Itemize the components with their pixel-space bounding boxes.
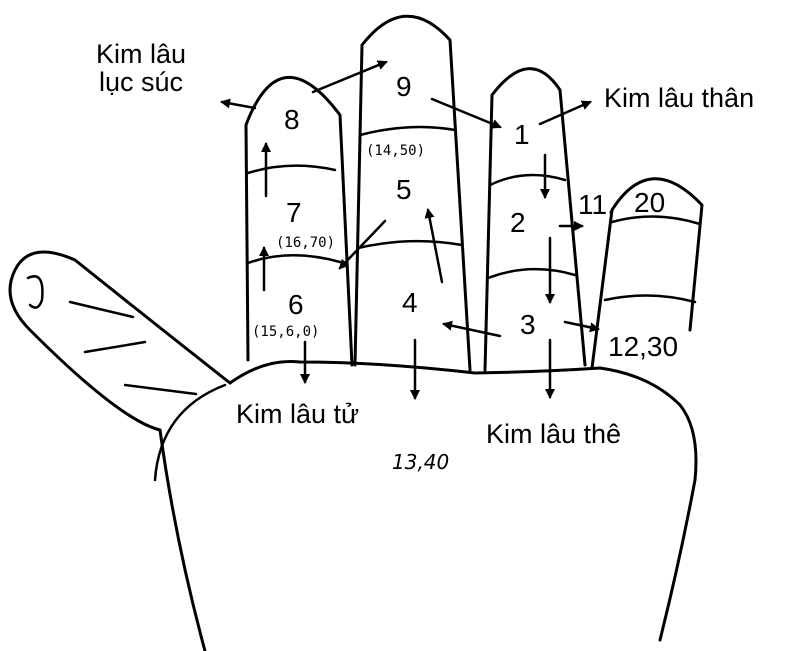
- palm-left-edge: [158, 428, 207, 651]
- age-14-50: (14,50): [366, 143, 426, 159]
- arrow-5-to-6: [338, 219, 387, 270]
- thumb-outline: [8, 250, 232, 432]
- arrow-4-to-5: [424, 208, 444, 284]
- middle-crease-1: [358, 125, 457, 137]
- index-finger-outline: [590, 177, 704, 370]
- arrow-8-to-9: [311, 60, 388, 94]
- arrow-3-to-4: [442, 320, 502, 338]
- position-7: 7: [286, 197, 302, 228]
- caption-kim-lau-tu: Kim lâu tử: [236, 399, 360, 429]
- middle-finger-outline: [353, 14, 472, 372]
- ring-crease-1: [488, 173, 567, 187]
- position-4: 4: [402, 287, 418, 318]
- age-12-30: 12,30: [608, 331, 679, 362]
- pinky-finger-outline: [244, 75, 354, 367]
- ring-finger-outline: [483, 67, 587, 372]
- pinky-crease-1: [246, 164, 337, 175]
- arrow-3-right: [563, 320, 600, 333]
- position-9: 9: [396, 71, 412, 102]
- age-16-70: (16,70): [276, 235, 336, 251]
- thumb-crease-2: [83, 340, 147, 354]
- caption-kim-lau-luc-suc-line2: lục súc: [98, 67, 184, 98]
- arrow-1-right: [538, 100, 592, 126]
- index-crease-1: [610, 215, 702, 226]
- age-15-60: (15,6,0): [252, 324, 320, 340]
- middle-crease-2: [356, 239, 464, 250]
- position-2: 2: [510, 207, 526, 238]
- thumb-nail: [26, 275, 44, 309]
- age-20: 20: [634, 187, 666, 218]
- arrow-8-left: [220, 98, 257, 110]
- position-3: 3: [520, 309, 536, 340]
- ring-crease-2: [486, 267, 577, 280]
- index-crease-2: [603, 294, 697, 304]
- pinky-crease-2: [246, 254, 342, 265]
- age-11: 11,: [578, 189, 615, 220]
- thumb-crease-1: [68, 300, 135, 319]
- thumb-crease-3: [123, 383, 198, 396]
- caption-kim-lau-the: Kim lâu thê: [486, 419, 622, 449]
- position-6: 6: [288, 289, 304, 320]
- position-5: 5: [396, 174, 412, 205]
- age-13-40: 13,40: [392, 450, 450, 474]
- caption-kim-lau-luc-suc: Kim lâu lục súc: [96, 40, 186, 97]
- caption-kim-lau-luc-suc-line1: Kim lâu: [96, 39, 187, 69]
- arrow-9-to-1: [430, 97, 502, 129]
- position-8: 8: [284, 104, 300, 135]
- palm-inner-line: [153, 383, 227, 482]
- position-1: 1: [514, 119, 530, 150]
- caption-kim-lau-than: Kim lâu thân: [604, 83, 755, 113]
- palm-outline: [228, 359, 698, 642]
